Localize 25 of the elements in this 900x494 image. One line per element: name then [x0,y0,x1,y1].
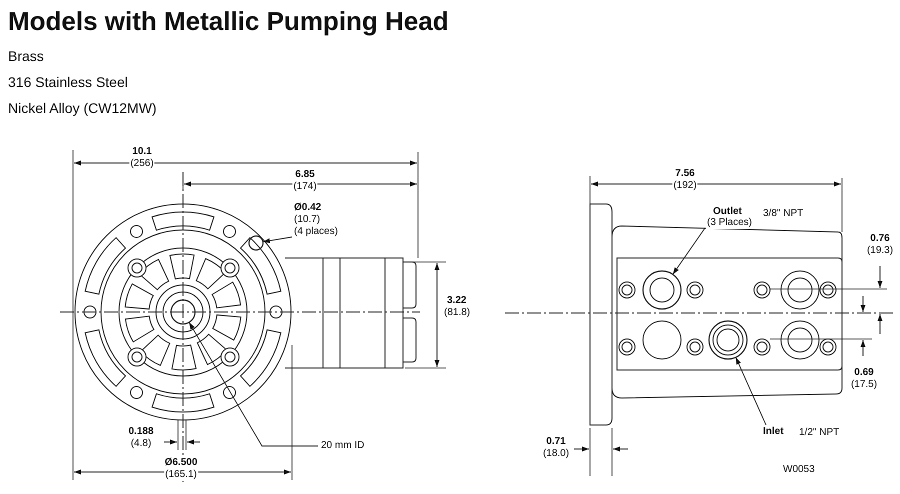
callout-text: (4 places) [293,226,339,238]
leader-line [188,322,318,446]
material-note: 316 Stainless Steel [8,74,128,90]
bore [170,299,196,325]
dimension-value: (81.8) [443,307,472,319]
dimension-value: (18.0) [542,448,570,460]
title: Models with Metallic Pumping Head [8,6,449,37]
dimension-value: (192) [672,180,698,192]
dimension-value: (256) [129,158,155,170]
dimension-value: (17.5) [850,379,878,391]
mounting-hole [248,235,264,251]
inlet-port [708,320,748,360]
dimension-value: (174) [292,181,318,193]
dimension-value: (19.3) [866,245,894,257]
dimension-value: Ø6.500 [164,457,198,469]
dimension-value: (165.1) [164,469,198,481]
leader-line [262,236,292,244]
outlet-port [642,270,682,310]
callout-text: (3 Places) [706,217,754,229]
leader-line [735,356,766,426]
material-note: Nickel Alloy (CW12MW) [8,100,157,116]
leader-line [672,228,706,275]
material-note: Brass [8,48,44,64]
dimension-value: (4.8) [130,438,152,450]
callout-text: (10.7) [293,214,322,226]
